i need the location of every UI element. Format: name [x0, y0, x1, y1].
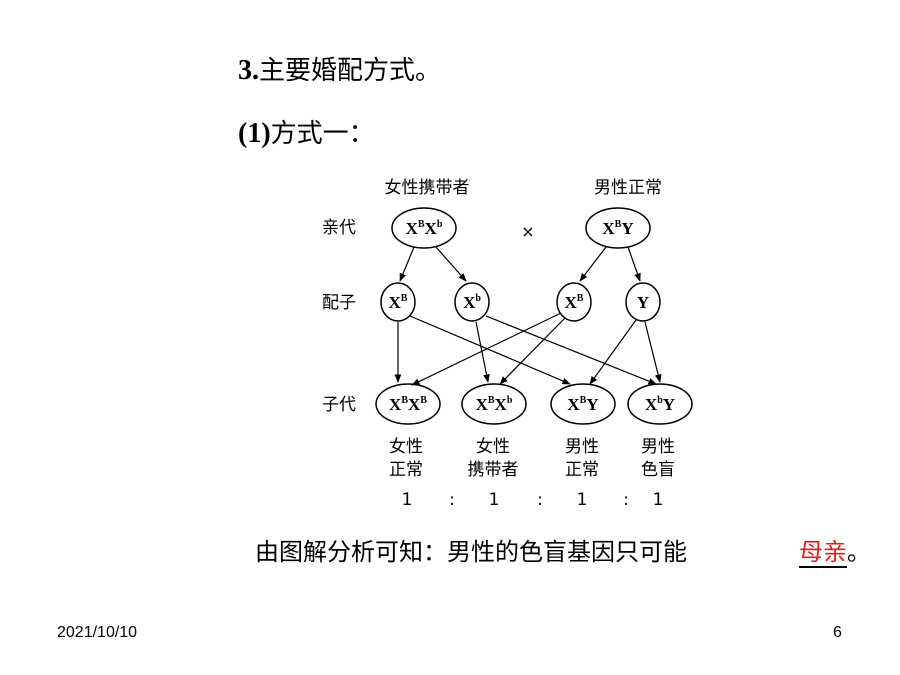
conclusion-text: 由图解分析可知：男性的色盲基因只可能: [255, 538, 687, 566]
arrow: [409, 315, 571, 385]
cross-symbol: ×: [521, 222, 534, 241]
arrow: [435, 246, 467, 282]
offspring-node: XBXB: [375, 383, 441, 425]
ratio-value: 1: [402, 490, 413, 510]
gamete-node: Y: [625, 282, 661, 322]
subsection-heading: (1)方式一：: [238, 113, 375, 150]
offspring-label: 携带者: [468, 460, 519, 480]
offspring-label: 色盲: [641, 460, 675, 480]
ratio-separator: :: [623, 490, 629, 510]
row-label-offspring: 子代: [322, 395, 356, 415]
row-label-parents: 亲代: [322, 218, 356, 238]
arrow: [627, 246, 641, 282]
svg-text:XBY: XBY: [602, 219, 633, 238]
arrow: [579, 246, 607, 282]
svg-text:XBXb: XBXb: [406, 219, 443, 238]
offspring-node: XBXb: [461, 383, 527, 425]
arrow: [589, 319, 637, 385]
svg-text:XBY: XBY: [567, 395, 598, 414]
ratio-value: 1: [577, 490, 588, 510]
offspring-node: XbY: [627, 383, 693, 425]
svg-text:Y: Y: [637, 293, 649, 312]
page-number: 6: [833, 624, 842, 641]
offspring-label: 男性: [641, 437, 675, 457]
offspring-label: 正常: [565, 460, 599, 480]
ratio-separator: :: [537, 490, 543, 510]
subsection-title: 方式一：: [270, 119, 375, 149]
gamete-to-offspring-arrows: [394, 312, 662, 386]
section-title: 主要婚配方式。: [259, 56, 442, 86]
answer-text: 母亲: [799, 538, 847, 566]
section-number: 3.: [238, 55, 259, 86]
offspring-label: 女性: [389, 437, 423, 457]
svg-text:XB: XB: [389, 293, 408, 312]
ratio-value: 1: [489, 490, 500, 510]
answer-blank: 母亲。: [799, 532, 871, 567]
male-normal-label: 男性正常: [594, 178, 662, 198]
gamete-node: Xb: [454, 282, 490, 322]
svg-text:XB: XB: [565, 293, 584, 312]
offspring-label: 男性: [565, 437, 599, 457]
arrow: [499, 317, 566, 385]
female-carrier-label: 女性携带者: [385, 178, 470, 198]
arrow: [475, 321, 490, 383]
svg-text:XbY: XbY: [645, 395, 675, 414]
parent-female-node: XBXb: [391, 207, 457, 249]
gamete-node: XB: [556, 282, 592, 322]
ratio-value: 1: [653, 490, 664, 510]
arrow: [411, 312, 562, 386]
row-label-gametes: 配子: [322, 293, 356, 313]
section-heading: 3.主要婚配方式。: [238, 50, 441, 87]
arrow: [485, 315, 657, 385]
subsection-number: (1): [238, 118, 271, 149]
offspring-label: 正常: [389, 460, 423, 480]
parent-to-gamete-arrows: [399, 246, 641, 282]
gamete-node: XB: [380, 282, 416, 322]
arrow: [399, 246, 415, 282]
ratio-row: 1 : 1 : 1 : 1: [402, 490, 664, 510]
svg-text:XBXb: XBXb: [476, 395, 513, 414]
svg-text:XBXB: XBXB: [389, 395, 427, 414]
ratio-separator: :: [449, 490, 455, 510]
footer-date: 2021/10/10: [57, 624, 138, 641]
offspring-label: 女性: [476, 437, 510, 457]
offspring-node: XBY: [550, 383, 616, 425]
arrow: [644, 321, 662, 383]
answer-period: 。: [847, 538, 871, 566]
parent-male-node: XBY: [585, 207, 651, 249]
svg-text:Xb: Xb: [463, 293, 481, 312]
